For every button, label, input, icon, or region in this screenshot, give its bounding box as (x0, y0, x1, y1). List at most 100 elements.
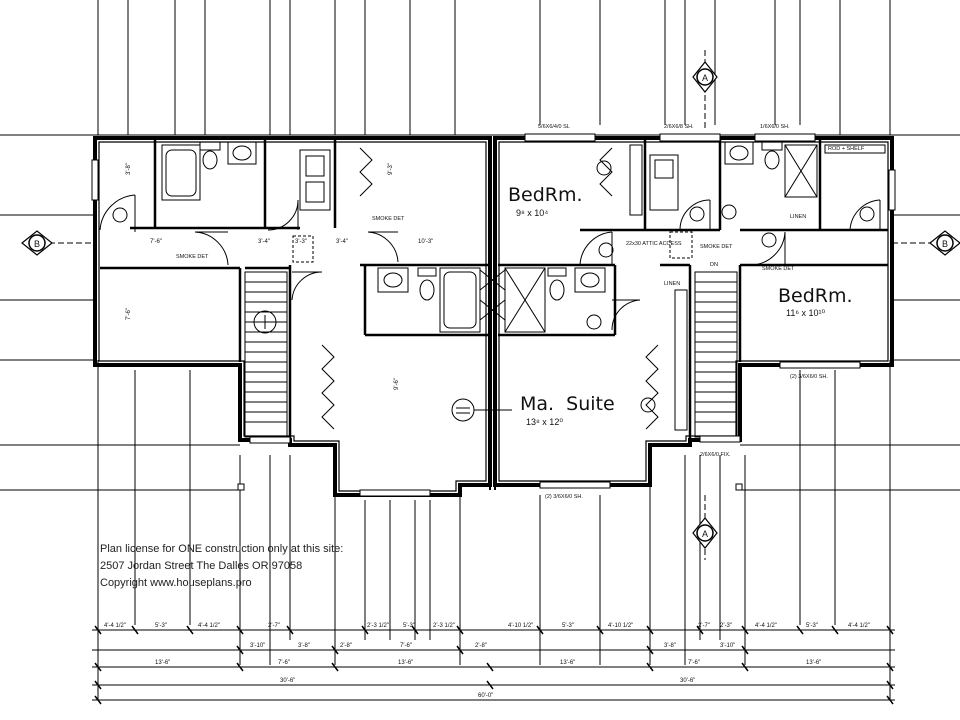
section-marker-right: B (892, 230, 960, 256)
party-wall (479, 138, 506, 490)
sill-note-top-left: 5/6X6/4/0 SL (538, 124, 570, 130)
dim-text: 13'-6" (155, 660, 170, 666)
shower-master-right (504, 267, 546, 333)
dim-text: 2'-3 1/2" (367, 623, 389, 629)
dim-text: 4'-10 1/2" (508, 623, 533, 629)
stairs-right (694, 271, 738, 438)
dim-text: 5'-3" (562, 623, 574, 629)
dim-text: 7'-6" (688, 660, 700, 666)
dim-text: 5'-3" (806, 623, 818, 629)
dimension-ticks (94, 625, 894, 705)
doors (99, 194, 881, 331)
section-marker-bottom: A (692, 495, 718, 560)
sink-right-top (724, 141, 754, 165)
interior-dim: 3'-4" (258, 239, 270, 245)
down-tag: DN (710, 262, 718, 268)
smoke-tag-2: SMOKE DET (372, 216, 405, 222)
sill-note-top-mid: 2/6X6/8 SH. (664, 124, 694, 130)
dim-text: 5'-3" (155, 623, 167, 629)
room-size-master-suite: 13⁸ x 12⁰ (526, 417, 563, 427)
dim-text: 4'-10 1/2" (608, 623, 633, 629)
sill-note-bottom: (2) 3/6X6/0 SH. (545, 494, 583, 500)
dim-text: 7'-6" (400, 643, 412, 649)
grid-marker-left (237, 483, 245, 491)
closet-shelves (629, 144, 886, 431)
room-size-bedroom-right: 11⁶ x 10¹⁰ (786, 308, 826, 318)
overall-dimension: 60'-0" (478, 693, 493, 699)
dim-text: 4'-4 1/2" (755, 623, 777, 629)
section-label-right: B (942, 239, 948, 249)
dim-text: 2'-8" (340, 643, 352, 649)
dim-text: 5'-3" (403, 623, 415, 629)
interior-dim: 7'-6" (150, 239, 162, 245)
extension-lines (0, 0, 960, 701)
smoke-tag-1: SMOKE DET (176, 254, 209, 260)
attic-access-left (292, 235, 314, 263)
windows (91, 133, 896, 497)
toilet-right-top (761, 141, 783, 170)
sill-note-right: (2) 3/6X6/0 SH. (790, 374, 828, 380)
interior-dim: 3'-8" (126, 163, 132, 175)
license-line-3: Copyright www.houseplans.pro (100, 577, 252, 589)
sink-master-left (377, 267, 409, 293)
sill-note-top-right: 1/6X6/0 SH. (760, 124, 790, 130)
dim-text: 3'-8" (298, 643, 310, 649)
bifold-doors (321, 147, 659, 430)
bathtub-master-left (439, 267, 481, 333)
dim-text: 7'-6" (278, 660, 290, 666)
dim-text: 30'-6" (680, 678, 695, 684)
shelf-tag-top: ROD + SHELF (828, 146, 865, 152)
toilet-master-left (417, 267, 437, 301)
license-line-1: Plan license for ONE construction only a… (100, 543, 343, 555)
interior-dim: 9'-6" (394, 378, 400, 390)
exterior-walls (93, 136, 894, 497)
sink-left-top (227, 141, 257, 165)
shower-right-top (784, 144, 818, 198)
smoke-tag-4: SMOKE DET (700, 244, 733, 250)
smoke-detectors (112, 160, 875, 422)
room-name-bedroom-left: BedRm. (508, 184, 583, 206)
interior-dim: 10'-3" (418, 239, 433, 245)
room-name-master-suite: Ma. Suite (520, 393, 615, 415)
dim-text: 4'-4 1/2" (198, 623, 220, 629)
dim-text: 30'-6" (280, 678, 295, 684)
linen-tag-right: LINEN (790, 214, 806, 220)
interior-dim: 9'-3" (388, 163, 394, 175)
room-name-bedroom-right: BedRm. (778, 285, 853, 307)
dim-text: 4'-4 1/2" (848, 623, 870, 629)
attic-tag: 22x30 ATTIC ACCESS (626, 241, 682, 247)
dim-text: 2'-7" (698, 623, 710, 629)
fix-note-right: 2/6X6/0 FIX. (700, 452, 731, 458)
dim-text: 3'-10" (250, 643, 265, 649)
dim-text: 3'-8" (664, 643, 676, 649)
section-label-top: A (702, 73, 708, 83)
dimension-row-3: 13'-6" 7'-6" 13'-6" 13'-6" 7'-6" 13'-6" (155, 660, 821, 666)
interior-dimensions: 7'-6" 3'-4" 3'-3" 3'-4" 10'-3" 9'-3" 3'-… (126, 163, 433, 390)
dimension-row-1: 4'-4 1/2" 5'-3" 4'-4 1/2" 2'-7" 2'-3 1/2… (104, 623, 870, 629)
sink-master-right (574, 267, 606, 293)
section-label-left: B (34, 239, 40, 249)
dim-text: 2'-3 1/2" (433, 623, 455, 629)
dim-text: 3'-10" (720, 643, 735, 649)
interior-dim: 7'-6" (126, 308, 132, 320)
bathtub-left-top (161, 144, 201, 201)
room-size-bedroom-left: 9⁸ x 10⁴ (516, 208, 548, 218)
dim-text: 13'-6" (560, 660, 575, 666)
interior-dim: 3'-4" (336, 239, 348, 245)
interior-walls (100, 140, 888, 440)
dim-text: 13'-6" (398, 660, 413, 666)
grid-marker-right (735, 483, 743, 491)
stairs-left (244, 271, 288, 438)
dim-text: 2'-3" (720, 623, 732, 629)
section-label-bottom: A (702, 529, 708, 539)
interior-dim: 3'-3" (295, 239, 307, 245)
license-line-2: 2507 Jordan Street The Dalles OR 97058 (100, 560, 302, 572)
dim-text: 2'-8" (475, 643, 487, 649)
linen-tag-mid: LINEN (664, 281, 680, 287)
toilet-left-top (199, 141, 221, 170)
dim-text: 13'-6" (806, 660, 821, 666)
dimension-row-2: 3'-10" 3'-8" 2'-8" 7'-6" 2'-8" 3'-8" 3'-… (250, 643, 735, 649)
section-marker-top: A (692, 50, 718, 130)
attic-access (669, 231, 693, 259)
